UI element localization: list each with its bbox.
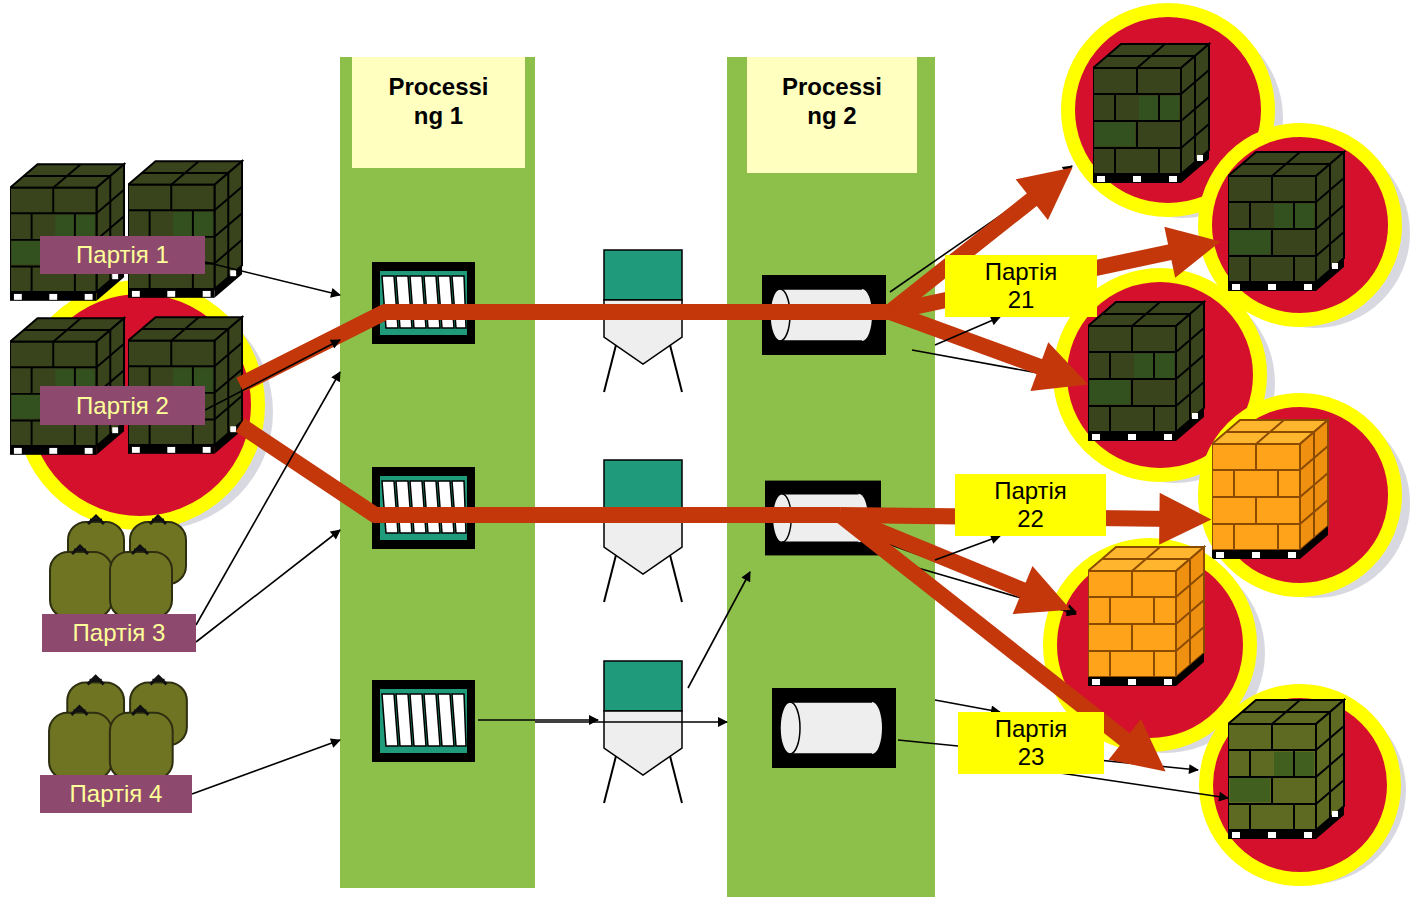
band-heading: Processi ng 1: [388, 73, 488, 131]
flow-connector: [196, 530, 340, 642]
trace-arrow: [890, 312, 1054, 372]
batch-name: Партія 3: [73, 619, 166, 647]
batch-name: Партія 2: [76, 392, 169, 420]
input-batch-label: Партія 3: [42, 614, 196, 652]
highlight-circle: [1205, 130, 1395, 320]
batch-name: Партія 23: [995, 715, 1068, 770]
output-batch-label: Партія 23: [958, 712, 1104, 774]
trace-arrow: [240, 425, 840, 515]
pallet-icon: [128, 161, 242, 298]
batch-name: Партія 21: [985, 258, 1058, 313]
silo-symbol: [604, 460, 682, 602]
band-heading-box: Processi ng 2: [747, 57, 917, 173]
flow-arrow: [478, 719, 598, 721]
input-batch-label: Партія 1: [40, 236, 205, 274]
pallet-icon: [1093, 44, 1209, 183]
batch-name: Партія 1: [76, 241, 169, 269]
band-heading-box: Processi ng 1: [352, 57, 525, 168]
flow-connector: [192, 740, 340, 794]
output-batch-label: Партія 21: [945, 255, 1097, 317]
batch-name: Партія 4: [70, 780, 163, 808]
flow-arrow: [1040, 770, 1228, 798]
flow-connector: [935, 536, 1000, 560]
output-batch-label: Партія 22: [955, 474, 1106, 536]
flow-connector: [935, 700, 1000, 712]
pallet-icon: [1228, 700, 1344, 839]
flow-connector: [935, 317, 1000, 345]
sacks-icon: [50, 516, 186, 618]
drum-symbol: [772, 688, 896, 768]
pallet-icon: [1088, 302, 1204, 441]
trace-arrow: [240, 312, 890, 385]
flow-connector: [205, 340, 340, 410]
pallet-icon: [10, 164, 124, 301]
highlight-circle: [1205, 400, 1395, 590]
input-batch-label: Партія 2: [40, 386, 205, 425]
shredder-symbol: [372, 680, 475, 762]
processing-band: Processi ng 2: [727, 57, 935, 897]
highlight-circle: [1206, 691, 1394, 879]
batch-name: Партія 22: [994, 477, 1067, 532]
pallet-icon: [1212, 420, 1328, 559]
flow-connector: [535, 721, 727, 723]
shredder-symbol: [372, 262, 475, 344]
band-heading: Processi ng 2: [782, 73, 882, 131]
pallet-icon: [1228, 152, 1344, 291]
pallet-icon: [1088, 547, 1204, 686]
input-batch-label: Партія 4: [40, 775, 192, 813]
flow-connector: [205, 262, 340, 295]
sacks-icon: [49, 676, 187, 779]
flow-connector: [196, 372, 340, 625]
silo-symbol: [604, 661, 682, 803]
silo-symbol: [604, 250, 682, 392]
flow-arrow: [688, 572, 750, 688]
